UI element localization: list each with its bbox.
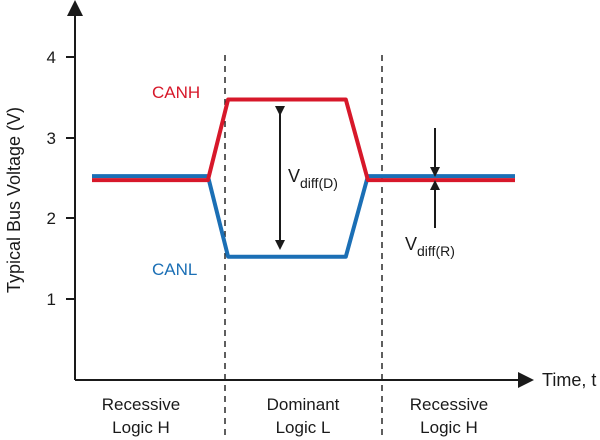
vdiff-dominant-main: V: [288, 166, 300, 186]
y-tick-label-1: 1: [47, 290, 56, 309]
vdiff-dominant-sub: diff(D): [300, 175, 338, 191]
region-label-recessive-1: Recessive: [102, 395, 180, 414]
x-axis-arrowhead: [518, 372, 534, 388]
vdiff-recessive-sub: diff(R): [417, 243, 455, 259]
region-label-recessive-2: Recessive: [410, 395, 488, 414]
vdiff-recessive-main: V: [405, 234, 417, 254]
region-label-dominant: Dominant: [267, 395, 340, 414]
y-tick-label-3: 3: [47, 129, 56, 148]
vdiff-dominant-label: Vdiff(D): [288, 166, 338, 191]
y-axis-label: Typical Bus Voltage (V): [4, 107, 24, 293]
canh-series-line: [92, 97, 515, 183]
region-label-recessive-1-logic: Logic H: [112, 418, 170, 437]
canh-series-label: CANH: [152, 83, 200, 102]
region-label-dominant-logic: Logic L: [276, 418, 331, 437]
y-tick-label-2: 2: [47, 209, 56, 228]
y-axis-arrowhead: [67, 0, 83, 16]
canl-series-label: CANL: [152, 260, 197, 279]
y-tick-label-4: 4: [47, 48, 56, 67]
region-label-recessive-2-logic: Logic H: [420, 418, 478, 437]
x-axis-label: Time, t: [542, 370, 596, 390]
canl-series-line: [92, 174, 515, 259]
vdiff-recessive-label: Vdiff(R): [405, 234, 455, 259]
